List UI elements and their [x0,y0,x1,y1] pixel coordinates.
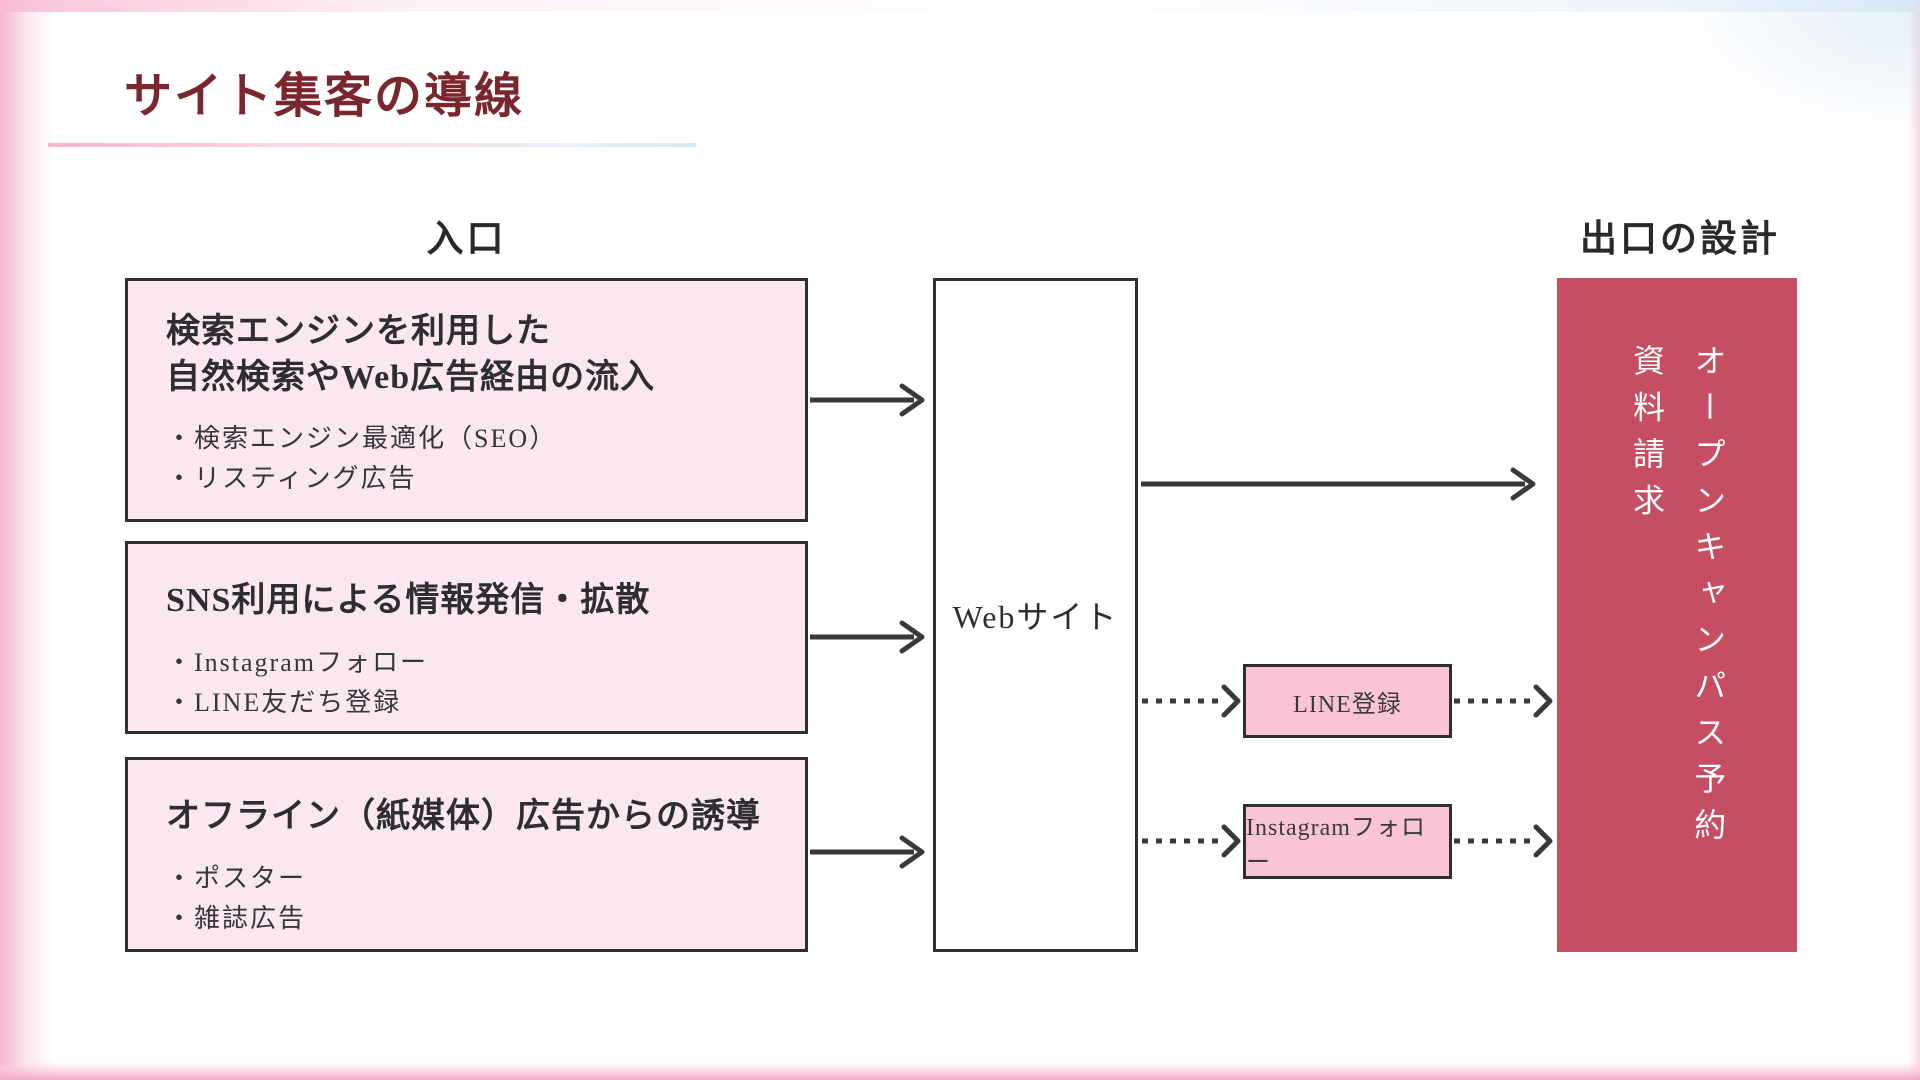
exit-box-label-materials: 資料請求 [1629,344,1665,530]
entry-box-search-bullet-listing: ・リスティング広告 [166,464,417,494]
entry-box-sns-bullet-instagram: ・Instagramフォロー [166,647,428,677]
line-register-label: LINE登録 [1293,691,1402,718]
arrow-website-to-instagram-dotted [1142,824,1241,858]
exit-box-label-open-campus: オープンキャンパス予約 [1690,344,1727,855]
entry-box-offline-bullet-magazine: ・雑誌広告 [166,903,307,933]
entry-box-search: 検索エンジンを利用した 自然検索やWeb広告経由の流入 ・検索エンジン最適化（S… [125,278,808,522]
website-box-label: Webサイト [952,599,1119,635]
title-underline [48,143,696,147]
entry-box-search-bullet-seo: ・検索エンジン最適化（SEO） [166,424,558,454]
entry-box-offline-title: オフライン（紙媒体）広告からの誘導 [166,798,761,835]
exit-box: オープンキャンパス予約 資料請求 [1557,278,1797,952]
entry-box-search-title-line1: 検索エンジンを利用した [166,313,551,350]
entry-box-offline: オフライン（紙媒体）広告からの誘導 ・ポスター ・雑誌広告 [125,757,808,952]
entry-box-search-title-line2: 自然検索やWeb広告経由の流入 [166,358,656,396]
arrow-offline-to-website [810,835,925,869]
page-title: サイト集客の導線 [124,70,525,123]
arrow-website-to-exit [1141,467,1536,501]
website-box: Webサイト [933,278,1138,952]
entry-box-offline-bullet-poster: ・ポスター [166,863,307,893]
arrow-line-to-exit-dotted [1454,684,1553,718]
entry-box-sns: SNS利用による情報発信・拡散 ・Instagramフォロー ・LINE友だち登… [125,541,808,734]
arrow-search-to-website [810,383,925,417]
line-register-box: LINE登録 [1243,664,1452,738]
arrow-sns-to-website [810,620,925,654]
arrow-instagram-to-exit-dotted [1454,824,1553,858]
exit-header: 出口の設計 [1580,219,1780,260]
entry-box-sns-title: SNS利用による情報発信・拡散 [166,582,651,619]
entrance-header: 入口 [426,219,507,260]
instagram-follow-label: Instagramフォロー [1246,814,1426,876]
arrow-website-to-line-dotted [1142,684,1241,718]
instagram-follow-box: Instagramフォロー [1243,804,1452,879]
entry-box-sns-bullet-line: ・LINE友だち登録 [166,687,402,717]
